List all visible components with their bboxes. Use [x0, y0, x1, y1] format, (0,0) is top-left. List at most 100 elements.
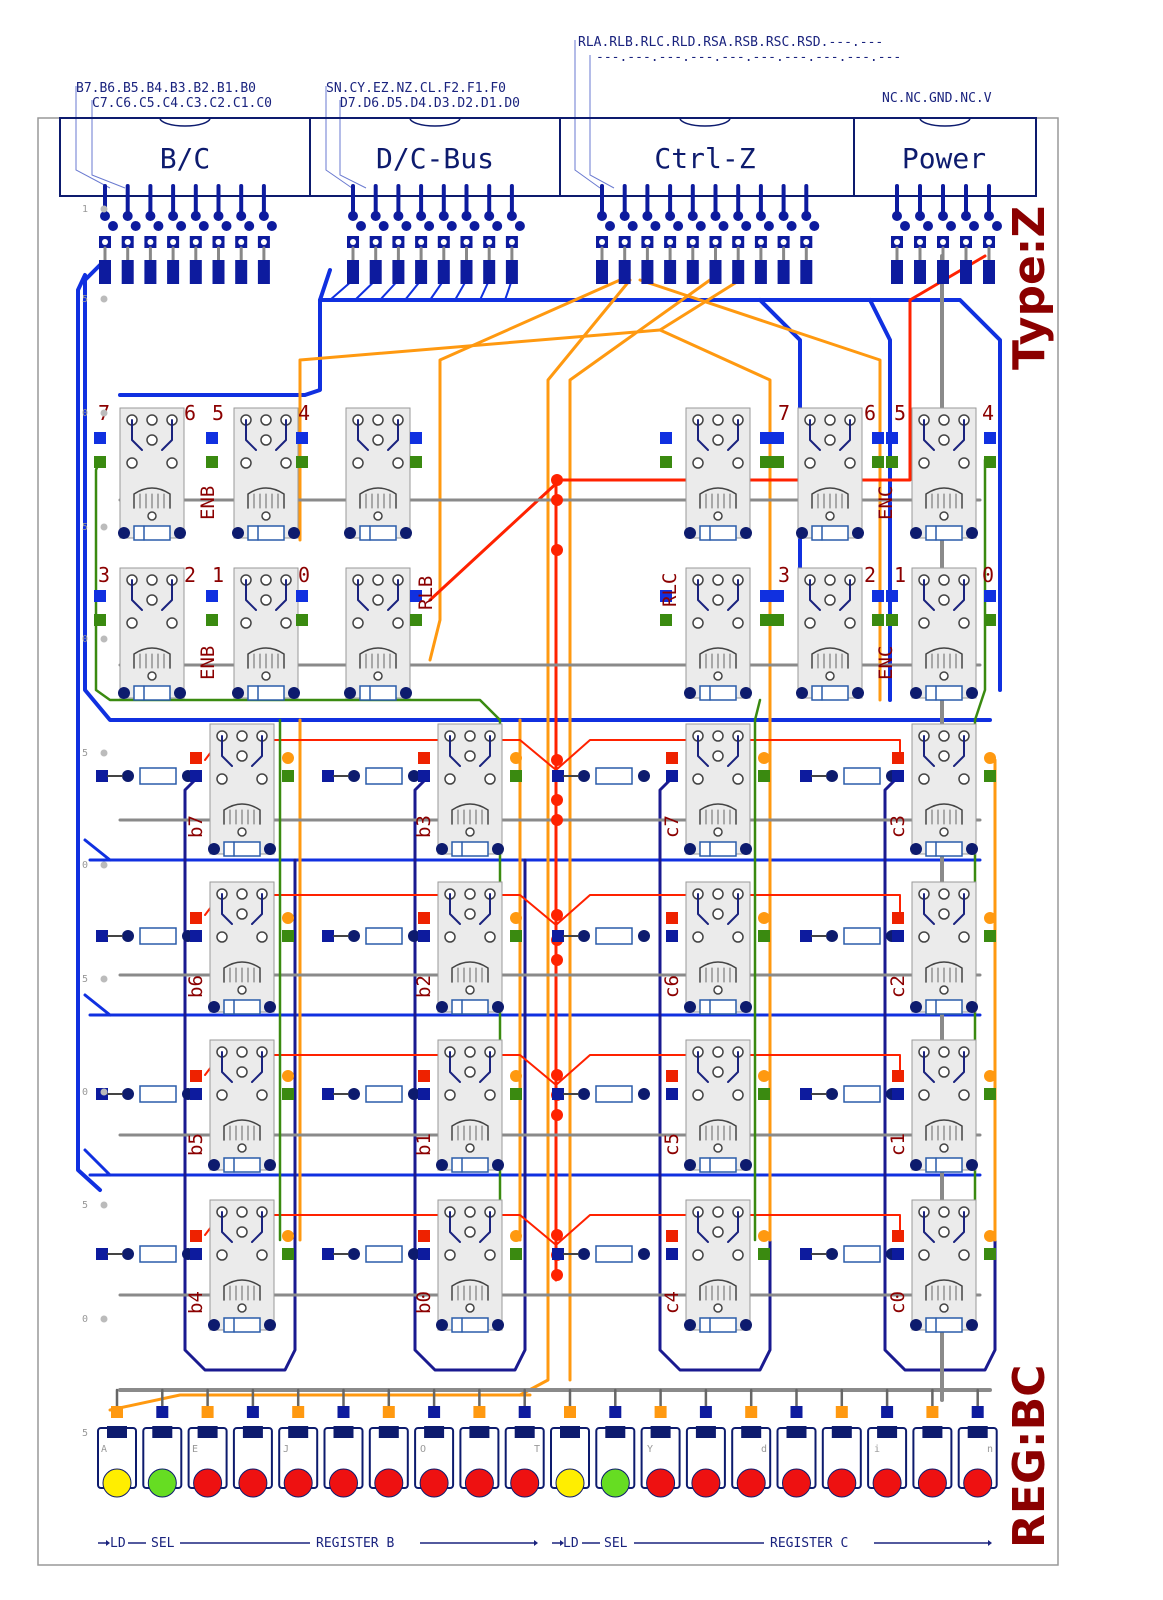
relay: [910, 723, 978, 857]
bit-label: 5: [894, 401, 906, 425]
trace: [183, 778, 297, 1372]
register-bit-label: c6: [661, 975, 683, 998]
pin-pad-square: [960, 260, 972, 272]
pin-hole: [757, 239, 764, 245]
pin-pad-square: [777, 272, 790, 284]
column-letter: n: [987, 1444, 993, 1455]
red-via: [551, 754, 563, 766]
relay-signal-label: ENB: [197, 646, 219, 680]
relay-pad: [492, 1319, 504, 1331]
led-socket: [469, 1426, 490, 1438]
pin-pad: [673, 221, 684, 231]
mount-dot: [100, 1315, 108, 1323]
diode: [925, 1157, 963, 1173]
relay-pin: [392, 617, 404, 629]
pin-pad: [492, 221, 503, 231]
relay-signal-label: ENB: [197, 486, 219, 520]
pin-pad: [763, 221, 774, 231]
register-bit-label: c5: [661, 1133, 683, 1156]
relay-pin: [692, 773, 704, 785]
pin-hole: [599, 239, 605, 245]
pin-hole: [372, 239, 379, 245]
pin-pad: [923, 221, 933, 231]
pin-pad: [733, 211, 744, 221]
relay-contact: [697, 1051, 709, 1083]
pin-pad: [687, 211, 698, 221]
pin-hole: [418, 239, 425, 245]
relay: [344, 567, 412, 701]
green-pad: [510, 1248, 522, 1260]
relay-coil: [699, 487, 737, 509]
relay-contact: [245, 579, 257, 611]
diode: [699, 999, 737, 1015]
relay-pad: [208, 843, 220, 855]
relay-coil: [699, 647, 737, 669]
relay-pad: [344, 687, 356, 699]
relay-pin: [237, 827, 247, 837]
relay-contact: [275, 579, 287, 611]
relay-pin: [236, 888, 248, 900]
relay-pin: [918, 931, 930, 943]
relay-contact: [131, 579, 143, 611]
led-red: [419, 1468, 449, 1498]
orange-pad: [984, 1230, 996, 1242]
relay-contact: [697, 735, 709, 767]
pin-pad-square: [415, 260, 428, 272]
pin-pad-square: [347, 260, 359, 272]
led-pad: [654, 1406, 667, 1418]
relay-pin: [825, 671, 835, 681]
relay-pin: [464, 1206, 476, 1218]
relay: [910, 881, 978, 1015]
pin-pad-square: [189, 260, 202, 272]
relay: [796, 567, 864, 701]
side-pad: [886, 456, 898, 468]
relay-pad: [684, 527, 696, 539]
pin-pad: [514, 221, 525, 231]
resistor-pad: [578, 930, 590, 942]
relay: [208, 723, 276, 857]
row-number: 0: [82, 1087, 88, 1098]
relay-pad: [910, 1319, 922, 1331]
side-pad: [984, 614, 996, 626]
trace: [318, 268, 1002, 692]
register-bit-label: b7: [185, 815, 207, 838]
pin-headers: [94, 184, 1002, 1263]
led-socket: [424, 1426, 445, 1438]
pin-pad: [130, 221, 141, 231]
pin-pad: [356, 221, 366, 231]
pin-pad: [266, 221, 277, 231]
pin-pad: [619, 211, 630, 221]
relay: [208, 1199, 276, 1333]
relay-body: [911, 1039, 977, 1171]
pin-hole: [940, 239, 946, 245]
traces-front: [551, 474, 563, 1281]
relay-contact: [449, 1211, 461, 1243]
relay-pad: [852, 527, 864, 539]
side-pad: [410, 614, 422, 626]
side-pad: [984, 456, 996, 468]
pin-hole: [894, 239, 900, 245]
power-pins: NC.NC.GND.NC.V: [882, 91, 992, 106]
relay-pad: [400, 687, 412, 699]
connector-title-ctrl-z: Ctrl-Z: [654, 142, 755, 175]
resistor: [139, 1085, 177, 1103]
resistor-pad: [578, 770, 590, 782]
pad: [892, 1248, 904, 1260]
resistor-pad: [96, 770, 108, 782]
register-bit-label: b2: [413, 975, 435, 998]
led-pad: [745, 1406, 758, 1418]
pin-pad: [100, 211, 110, 221]
diode: [133, 685, 171, 701]
led-pad: [564, 1406, 576, 1418]
relay-signal-label: RLB: [415, 576, 437, 610]
diode: [925, 1317, 963, 1333]
trace: [868, 298, 892, 702]
relay-pin: [237, 1143, 247, 1153]
diode: [223, 1157, 261, 1173]
pin-pad-square: [121, 260, 134, 272]
relay-pin: [713, 671, 723, 681]
pin-pad-square: [596, 260, 608, 272]
diode: [359, 685, 397, 701]
relay-contact: [161, 419, 173, 451]
relay-pin: [938, 908, 950, 920]
